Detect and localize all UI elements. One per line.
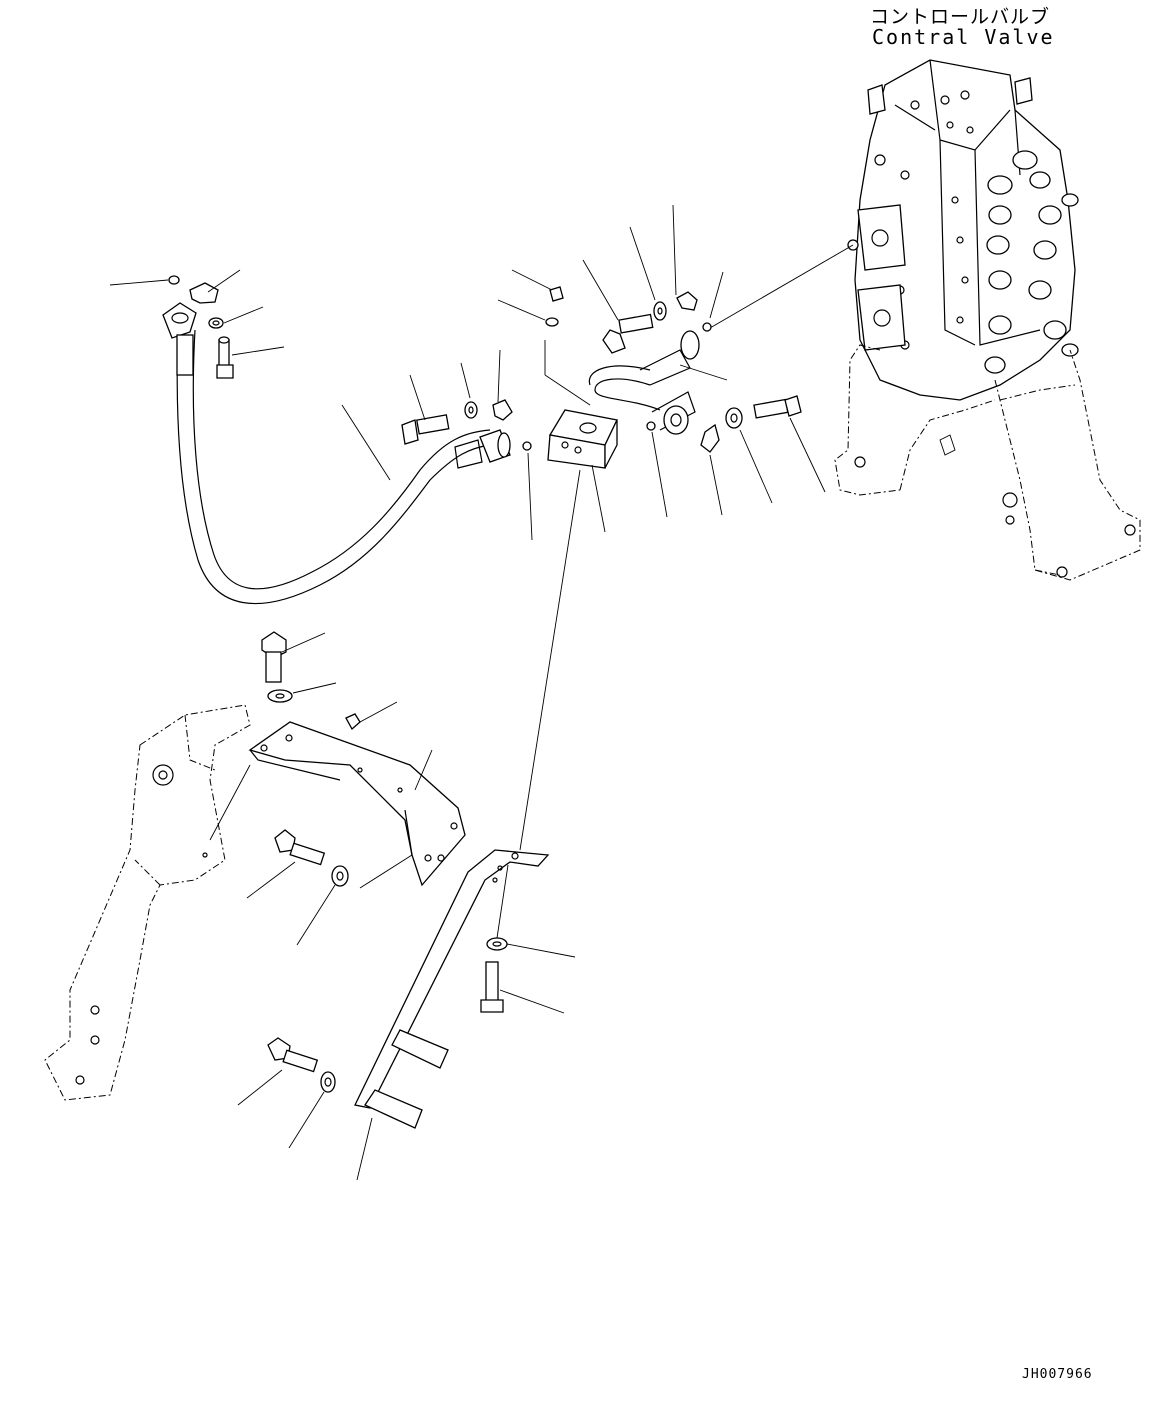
control-valve-assembly <box>834 59 1141 581</box>
machine-frame-outline <box>44 704 251 1101</box>
valve-spool-caps <box>984 150 1079 374</box>
leader-lines <box>109 204 826 1181</box>
control-valve-label-en: Contral Valve <box>872 25 1055 49</box>
hose-top-fittings <box>168 275 234 379</box>
left-bolt-assembly <box>401 399 532 451</box>
valve-port-leader <box>709 244 854 329</box>
junction-block <box>547 409 618 469</box>
right-fittings <box>545 286 802 453</box>
long-hose <box>162 302 511 605</box>
bracket-hardware <box>261 631 508 1093</box>
lower-bracket <box>354 849 550 1129</box>
upper-bracket <box>248 713 466 887</box>
drawing-reference-code: JH007966 <box>1022 1367 1093 1382</box>
control-valve-label-jp: コントロールバルブ <box>870 6 1051 28</box>
short-hose <box>588 330 700 435</box>
